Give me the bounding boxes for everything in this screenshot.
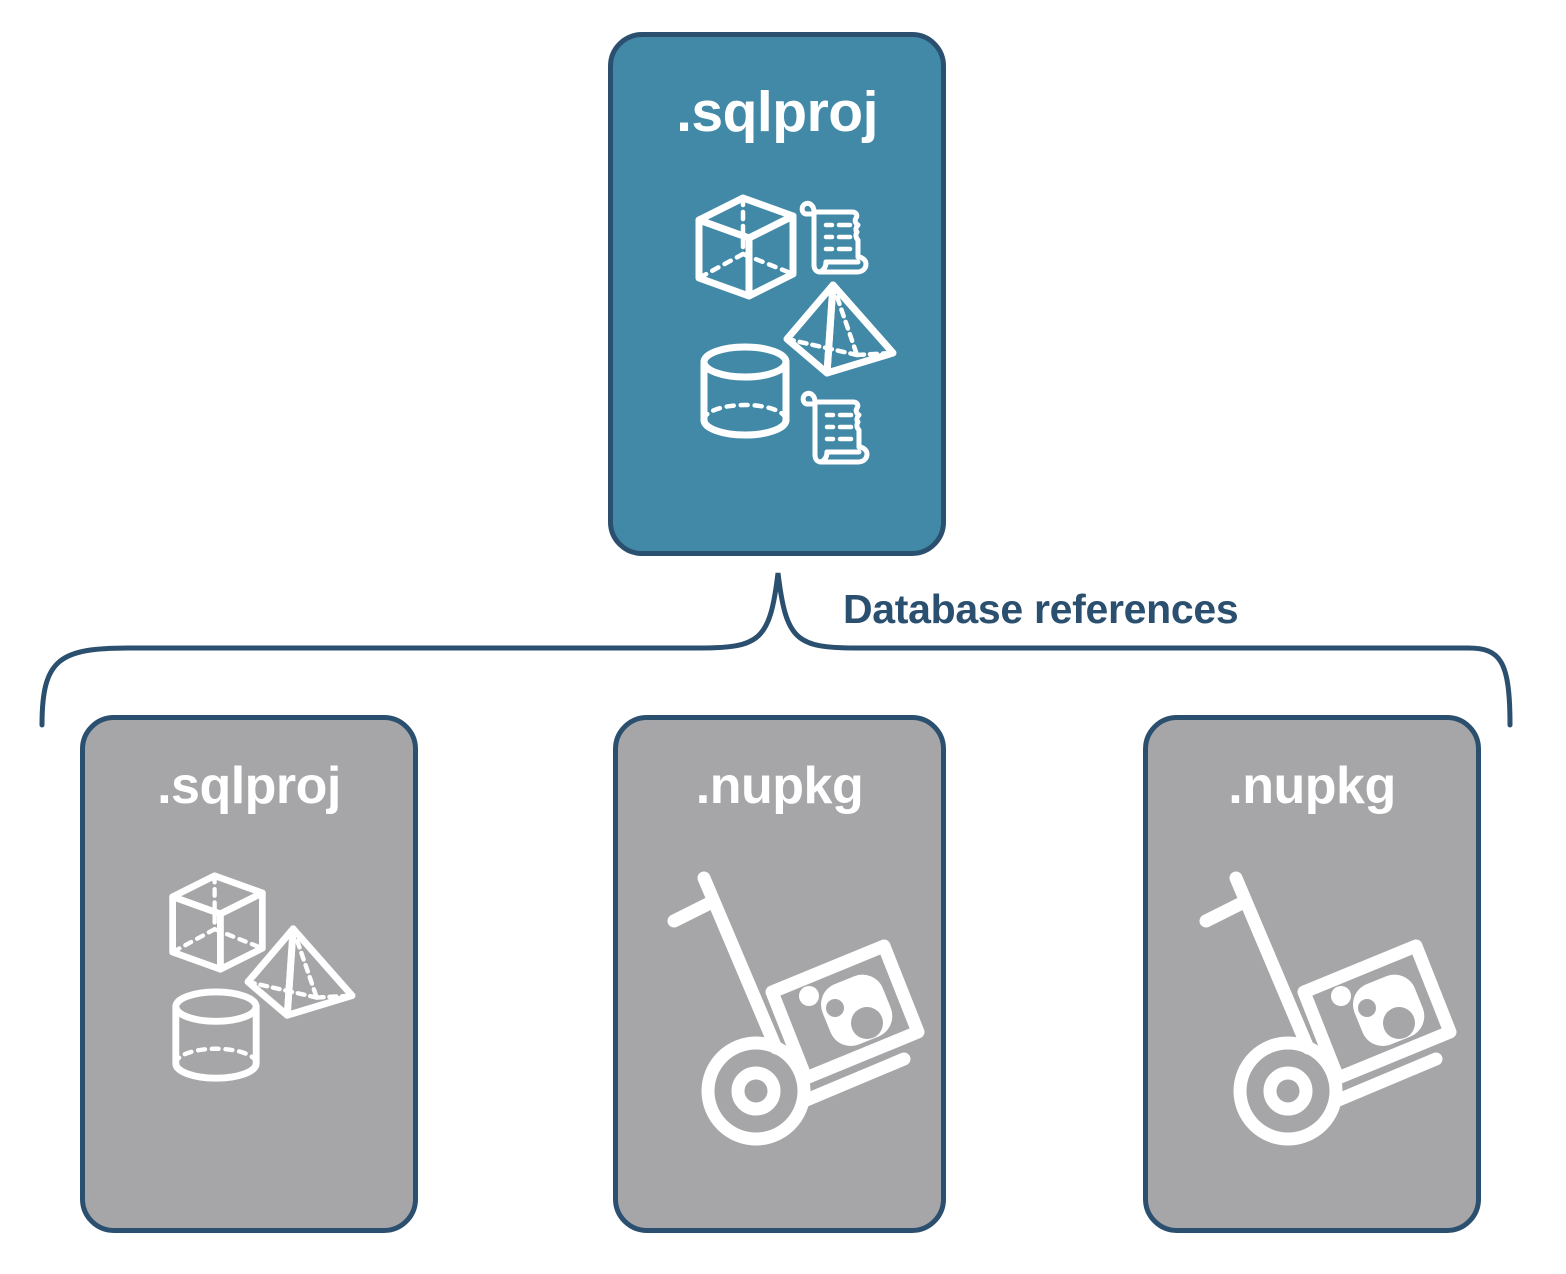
root-project-label: .sqlproj [676, 80, 878, 144]
package-handtruck-icon [1199, 871, 1457, 1146]
reference-card-nupkg-1[interactable]: .nupkg [613, 715, 946, 1233]
cube-icon [695, 194, 797, 300]
package-handtruck-icon [667, 871, 925, 1146]
root-project-card[interactable]: .sqlproj [608, 32, 946, 556]
database-references-bracket [39, 572, 1513, 728]
connector-label: Database references [843, 586, 1239, 632]
reference-card-nupkg-2[interactable]: .nupkg [1143, 715, 1481, 1233]
reference-label-nupkg-2: .nupkg [1228, 757, 1396, 815]
pyramid-icon [244, 925, 356, 1019]
cylinder-icon [700, 343, 790, 439]
cylinder-icon [172, 988, 260, 1082]
reference-card-sqlproj[interactable]: .sqlproj [80, 715, 418, 1233]
pyramid-icon [783, 281, 897, 377]
reference-label-nupkg-1: .nupkg [695, 757, 864, 815]
cube-icon [169, 872, 266, 973]
reference-label-sqlproj: .sqlproj [157, 757, 341, 815]
script-scroll-icon [799, 200, 869, 275]
script-scroll-icon [800, 390, 870, 465]
